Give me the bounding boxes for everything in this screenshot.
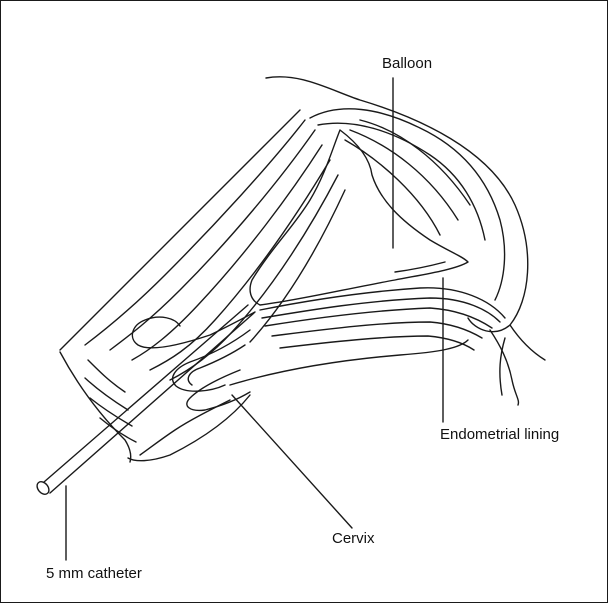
uterine-wall-lower-outer <box>510 325 545 360</box>
left-wall-line-4 <box>150 160 330 370</box>
lower-wall-line-1 <box>262 298 500 322</box>
balloon-outline <box>250 130 468 305</box>
label-cervix: Cervix <box>332 530 375 547</box>
catheter-tip <box>35 479 52 496</box>
label-balloon: Balloon <box>382 55 432 72</box>
fornix-line-2 <box>85 378 128 410</box>
uterine-outer-wall <box>266 77 528 332</box>
fundus-wall-lines-1 <box>360 120 470 205</box>
left-wall-line-1 <box>85 120 305 345</box>
lower-wall-line-4 <box>280 336 474 350</box>
left-wall-outer <box>60 110 300 350</box>
lower-wall-outer-bottom <box>230 340 468 385</box>
label-endometrial-lining: Endometrial lining <box>440 426 559 443</box>
lower-wall-line-3 <box>272 322 482 338</box>
fundus-wall-lines-2 <box>350 130 458 220</box>
fundus-wall-inner <box>310 109 505 300</box>
fornix-edge <box>60 352 131 462</box>
left-wall-line-2 <box>110 130 315 350</box>
catheter-upper-edge <box>44 305 248 482</box>
fundus-wall-mid <box>318 123 485 240</box>
lower-wall-line-2 <box>265 308 492 328</box>
label-catheter: 5 mm catheter <box>46 565 142 582</box>
vessel-curve <box>500 338 505 395</box>
leader-cervix <box>232 395 352 528</box>
balloon-highlight <box>395 262 445 272</box>
fornix-line-1 <box>88 360 125 392</box>
